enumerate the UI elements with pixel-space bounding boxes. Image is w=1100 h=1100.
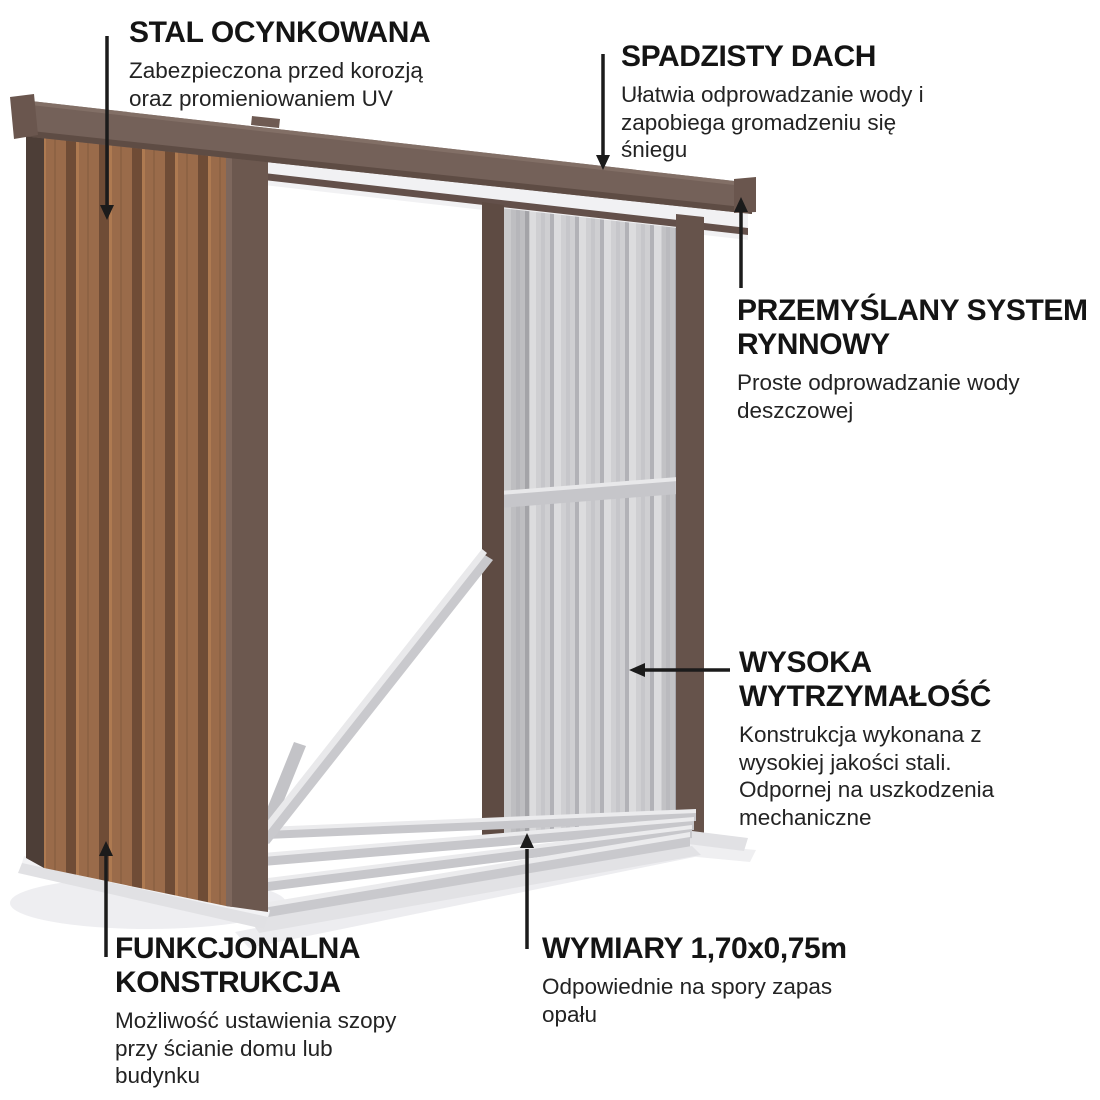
left-wall-edge — [26, 112, 44, 868]
right-post — [676, 214, 704, 834]
callout-wymiary-title: WYMIARY 1,70x0,75m — [542, 932, 847, 965]
callout-wytrzymalosc-title: WYSOKA WYTRZYMAŁOŚĆ — [739, 646, 991, 713]
callout-konstrukcja: FUNKCJONALNA KONSTRUKCJA Możliwość ustaw… — [115, 932, 455, 1090]
callout-system-rynnowy: PRZEMYŚLANY SYSTEM RYNNOWY Proste odprow… — [737, 294, 1097, 424]
arrow-stal — [100, 36, 114, 220]
callout-system-rynnowy-body: Proste odprowadzanie wody deszczowej — [737, 370, 1020, 423]
roof — [10, 94, 756, 214]
roof-fascia — [22, 100, 752, 214]
callout-spadzisty-dach-title: SPADZISTY DACH — [621, 40, 876, 73]
arrow-konstrukcja — [99, 841, 113, 957]
callout-stal-title: STAL OCYNKOWANA — [129, 16, 431, 49]
left-wall-corner-post — [226, 140, 268, 912]
arrow-wymiary — [520, 833, 534, 949]
back-panel-rail — [500, 480, 678, 508]
back-top-rail — [246, 171, 748, 235]
back-panel-shade-right — [662, 226, 678, 822]
back-panel — [500, 208, 678, 836]
back-panel-rail-highlight — [500, 477, 678, 495]
arrow-spadzisty-dach — [596, 54, 610, 170]
diagonal-braces — [256, 549, 493, 844]
roof-top-highlight — [22, 100, 752, 187]
callout-konstrukcja-title: FUNKCJONALNA KONSTRUKCJA — [115, 932, 361, 999]
callout-wytrzymalosc-body: Konstrukcja wykonana z wysokiej jakości … — [739, 722, 995, 830]
callout-spadzisty-dach-body: Ułatwia odprowadzanie wody i zapobiega g… — [621, 82, 924, 162]
back-panel-corrugation — [500, 208, 678, 836]
callout-stal: STAL OCYNKOWANA Zabezpieczona przed koro… — [129, 16, 529, 112]
long-brace-highlight — [258, 549, 487, 837]
left-wall-wood-panel — [44, 112, 226, 906]
roof-tab — [251, 116, 280, 128]
arrow-wytrzymalosc — [629, 663, 730, 677]
callout-stal-body: Zabezpieczona przed korozją oraz promien… — [129, 58, 423, 111]
arrow-system-rynnowy — [734, 197, 748, 288]
long-brace — [256, 552, 493, 844]
callout-arrows — [99, 36, 748, 957]
middle-post — [482, 202, 504, 837]
floor-base-strip — [250, 846, 701, 933]
callout-wytrzymalosc: WYSOKA WYTRZYMAŁOŚĆ Konstrukcja wykonana… — [739, 646, 1079, 831]
floor-front-rail — [257, 836, 690, 921]
callout-system-rynnowy-title: PRZEMYŚLANY SYSTEM RYNNOWY — [737, 294, 1088, 361]
left-wall — [18, 112, 270, 929]
callout-wymiary: WYMIARY 1,70x0,75m Odpowiednie na spory … — [542, 932, 982, 1028]
callout-spadzisty-dach: SPADZISTY DACH Ułatwia odprowadzanie wod… — [621, 40, 1041, 164]
callout-konstrukcja-body: Możliwość ustawienia szopy przy ścianie … — [115, 1008, 397, 1088]
roof-cap-left — [10, 94, 38, 139]
back-panel-shade-left — [500, 208, 530, 836]
roof-bottom-edge — [22, 130, 752, 214]
callout-wymiary-body: Odpowiednie na spory zapas opału — [542, 974, 833, 1027]
short-brace — [256, 742, 306, 840]
floor-frame — [250, 809, 701, 933]
